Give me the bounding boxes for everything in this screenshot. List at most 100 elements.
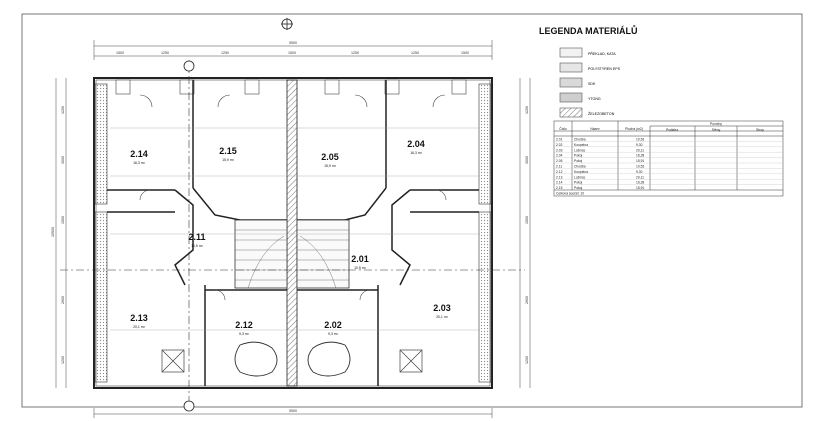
svg-text:1250: 1250 [351, 51, 359, 55]
overall-width-dim: 9500 [289, 41, 297, 45]
table-header: Podlaha [666, 128, 678, 132]
svg-text:2600: 2600 [61, 296, 65, 304]
floor-plan [60, 18, 525, 412]
svg-text:10500: 10500 [51, 227, 55, 237]
svg-text:1250: 1250 [221, 51, 229, 55]
svg-text:2600: 2600 [525, 296, 529, 304]
room-id: 2.15 [219, 146, 237, 156]
svg-text:Chodba: Chodba [574, 138, 586, 142]
legend-swatch [559, 107, 583, 118]
svg-text:2.02: 2.02 [556, 143, 563, 147]
dimension-lines [55, 40, 531, 418]
svg-text:2.11: 2.11 [556, 165, 562, 169]
svg-text:10,53: 10,53 [636, 165, 644, 169]
bathtub-left [234, 341, 278, 377]
svg-text:3000: 3000 [61, 156, 65, 164]
sheet-border [21, 13, 803, 408]
bathtub-right [307, 341, 351, 377]
legend-swatch [559, 62, 583, 73]
room-area: 20,1 m² [436, 315, 449, 319]
room-id: 2.11 [188, 232, 205, 242]
svg-text:3000: 3000 [525, 156, 529, 164]
svg-text:1500: 1500 [461, 51, 469, 55]
svg-text:9,30: 9,30 [636, 170, 643, 174]
svg-text:1500: 1500 [61, 216, 65, 224]
room-id: 2.04 [407, 139, 425, 149]
room-labels: 2.14 16,3 m² 2.15 15,9 m² 2.05 15,9 m² 2… [130, 139, 451, 336]
legend-title: LEGENDA MATERIÁLŮ [539, 25, 638, 36]
legend-label: ŽELEZOBETON [588, 111, 615, 116]
legend-swatch [559, 77, 583, 88]
svg-text:1500: 1500 [288, 51, 296, 55]
room-area: 15,9 m² [324, 164, 337, 168]
room-area: 15,9 m² [222, 158, 235, 162]
room-area: 16,3 m² [410, 151, 423, 155]
room-id: 2.13 [130, 313, 148, 323]
svg-text:2.03: 2.03 [556, 148, 563, 152]
svg-text:10,53: 10,53 [636, 138, 644, 142]
outer-wall [93, 77, 493, 389]
staircase-left [234, 219, 288, 289]
svg-text:20,11: 20,11 [636, 148, 644, 152]
party-wall [286, 79, 298, 387]
room-area: 9,3 m² [328, 332, 339, 336]
room-id: 2.03 [433, 303, 451, 313]
room-area: 16,3 m² [133, 161, 146, 165]
table-row: 2.15 Pokoj 15,91 [556, 186, 644, 190]
legend-swatch [559, 47, 583, 58]
table-footer: Celková součet: 10 [556, 192, 584, 196]
svg-text:2.14: 2.14 [556, 181, 563, 185]
svg-text:2.04: 2.04 [556, 154, 563, 158]
svg-text:9,30: 9,30 [636, 143, 643, 147]
legend-label: YTONG [588, 97, 601, 101]
svg-text:2.15: 2.15 [556, 186, 563, 190]
svg-text:1500: 1500 [525, 216, 529, 224]
svg-text:2.13: 2.13 [556, 175, 563, 179]
svg-text:Pokoj: Pokoj [574, 159, 583, 163]
table-group-header: Povrchy [710, 122, 722, 126]
table-row: 2.11 Chodba 10,53 [556, 165, 644, 169]
table-header: Plocha (m2) [625, 127, 643, 131]
legend-swatch [559, 92, 583, 103]
svg-text:16,28: 16,28 [636, 181, 644, 185]
table-row: 2.04 Pokoj 16,28 [556, 154, 644, 158]
svg-text:16,28: 16,28 [636, 154, 644, 158]
table-header: Název [590, 127, 600, 131]
svg-text:Pokoj: Pokoj [574, 186, 583, 190]
room-id: 2.02 [324, 320, 342, 330]
svg-text:20,11: 20,11 [636, 175, 644, 179]
table-text: Povrchy Číslo Název Plocha (m2) Podlaha … [556, 122, 764, 196]
room-area: 10,5 m² [191, 244, 204, 248]
svg-text:1250: 1250 [161, 51, 169, 55]
dimension-labels: 9500 9500 1500 1250 1250 1500 1250 1250 … [51, 41, 529, 413]
room-id: 2.05 [321, 152, 339, 162]
svg-text:1250: 1250 [411, 51, 419, 55]
svg-text:Pokoj: Pokoj [574, 154, 583, 158]
svg-text:1200: 1200 [61, 356, 65, 364]
legend-label: POLYSTYREN EPS [588, 67, 621, 71]
room-area: 9,3 m² [239, 332, 250, 336]
material-legend: LEGENDA MATERIÁLŮ PŘEKLAD, KATA POLYSTYR… [539, 25, 638, 118]
legend-label: PŘEKLAD, KATA [588, 51, 616, 56]
room-id: 2.01 [351, 254, 369, 264]
svg-text:1200: 1200 [525, 356, 529, 364]
svg-text:1200: 1200 [61, 106, 65, 114]
table-header: Strop [756, 128, 764, 132]
svg-text:1200: 1200 [525, 106, 529, 114]
svg-text:Chodba: Chodba [574, 165, 586, 169]
room-area: 20,1 m² [133, 325, 146, 329]
legend-label: SDK [588, 82, 596, 86]
svg-text:Koupelna: Koupelna [574, 170, 588, 174]
svg-text:15,91: 15,91 [636, 186, 644, 190]
room-area: 10,5 m² [354, 266, 367, 270]
table-header: Číslo [559, 126, 567, 131]
overall-width-dim-bottom: 9500 [289, 409, 297, 413]
room-id: 2.14 [130, 149, 148, 159]
svg-text:Ložnice: Ložnice [574, 148, 586, 152]
